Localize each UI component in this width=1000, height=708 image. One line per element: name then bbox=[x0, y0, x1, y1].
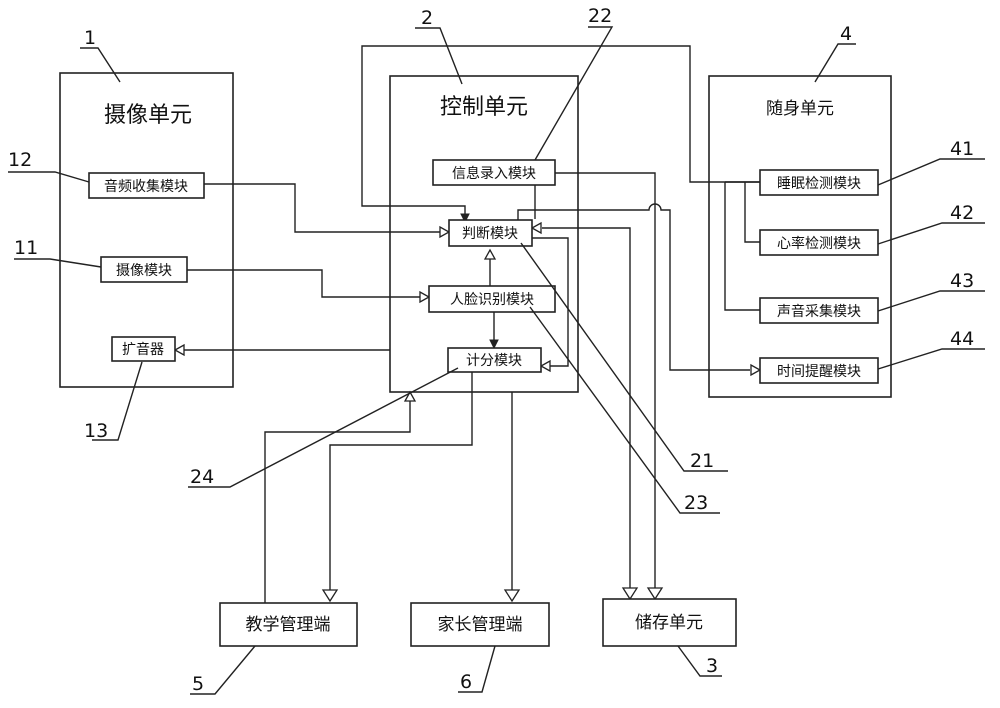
info-entry-module-label: 信息录入模块 bbox=[452, 165, 536, 182]
arrow-face-into-scoring bbox=[489, 339, 499, 350]
arrow-loop-into-scoring bbox=[539, 359, 551, 373]
arrow-into-time-reminder bbox=[750, 363, 762, 377]
time-reminder-module-box bbox=[759, 357, 879, 384]
wire-info-to-storage bbox=[555, 172, 656, 588]
audio-collect-module-label: 音频收集模块 bbox=[104, 178, 188, 195]
ref-11: 11 bbox=[14, 237, 38, 259]
ref-42: 42 bbox=[950, 202, 974, 224]
leader-4 bbox=[814, 43, 856, 83]
arrow-into-storage-left bbox=[621, 587, 639, 601]
leader-2 bbox=[415, 27, 463, 85]
time-reminder-module-label: 时间提醒模块 bbox=[777, 364, 861, 380]
ref-5: 5 bbox=[192, 673, 204, 695]
ref-24: 24 bbox=[190, 466, 214, 488]
arrow-into-speaker bbox=[173, 343, 185, 357]
wire-sleep-to-judgment bbox=[361, 45, 760, 221]
storage-unit-box bbox=[602, 598, 737, 647]
audio-collect-module-box bbox=[88, 172, 205, 199]
leader-42 bbox=[877, 222, 985, 245]
camera-module-box bbox=[100, 256, 188, 283]
speaker-label: 扩音器 bbox=[122, 341, 164, 358]
leader-1 bbox=[80, 47, 121, 83]
face-recognition-module-box bbox=[428, 285, 556, 313]
info-entry-module-box bbox=[432, 159, 556, 186]
arrow-into-storage-right bbox=[646, 587, 664, 601]
wire-camera-to-face bbox=[187, 269, 428, 298]
leader-6 bbox=[458, 645, 496, 693]
leader-5 bbox=[190, 645, 256, 695]
leader-3 bbox=[677, 645, 722, 677]
wire-bus-sound bbox=[724, 182, 760, 311]
leader-43 bbox=[877, 290, 985, 312]
ref-43: 43 bbox=[950, 270, 974, 292]
scoring-module-box bbox=[447, 347, 542, 373]
parent-terminal-label: 家长管理端 bbox=[438, 615, 523, 635]
camera-unit-box bbox=[59, 72, 234, 388]
sound-capture-module-label: 声音采集模块 bbox=[777, 303, 861, 320]
ref-13: 13 bbox=[84, 420, 108, 442]
camera-unit-title: 摄像单元 bbox=[104, 103, 192, 128]
ref-23: 23 bbox=[684, 492, 708, 514]
arrow-audio-into-judgment bbox=[439, 225, 451, 239]
ref-41: 41 bbox=[950, 138, 974, 160]
sound-capture-module-box bbox=[759, 297, 879, 324]
camera-module-label: 摄像模块 bbox=[116, 263, 172, 279]
leader-22 bbox=[534, 26, 614, 161]
arrow-storage-into-judgment bbox=[530, 221, 542, 235]
ref-6: 6 bbox=[460, 671, 472, 693]
ref-44: 44 bbox=[950, 328, 974, 350]
leader-24 bbox=[188, 367, 459, 488]
judgment-module-label: 判断模块 bbox=[462, 226, 518, 242]
face-recognition-module-label: 人脸识别模块 bbox=[450, 292, 534, 308]
sleep-detect-module-box bbox=[759, 169, 879, 196]
leader-41 bbox=[877, 158, 985, 186]
wire-teaching-to-scoring bbox=[264, 400, 411, 603]
wire-audio-to-judgment bbox=[204, 183, 448, 233]
leader-21 bbox=[520, 242, 728, 472]
judgment-module-box bbox=[448, 219, 533, 247]
arrow-into-scoring-bottom bbox=[403, 390, 417, 402]
heart-rate-module-box bbox=[759, 229, 879, 256]
arrow-into-parent bbox=[503, 589, 521, 603]
wire-judgment-scoring-loop bbox=[532, 237, 569, 367]
ref-12: 12 bbox=[8, 149, 32, 171]
sleep-detect-module-label: 睡眠检测模块 bbox=[777, 176, 861, 192]
wire-bus-heart bbox=[744, 182, 760, 243]
control-unit-title: 控制单元 bbox=[440, 95, 528, 120]
ref-1: 1 bbox=[84, 27, 96, 49]
teaching-terminal-box bbox=[219, 602, 358, 647]
wire-storage-to-judgment bbox=[542, 227, 631, 588]
leader-11 bbox=[14, 258, 102, 268]
ref-4: 4 bbox=[840, 23, 852, 45]
leader-12 bbox=[8, 171, 90, 183]
ref-22: 22 bbox=[588, 5, 612, 27]
arrow-into-judgment-top bbox=[460, 213, 470, 224]
leader-44 bbox=[877, 348, 985, 370]
arrow-face-into-judgment bbox=[483, 248, 497, 260]
arrow-into-teaching bbox=[321, 589, 339, 603]
scoring-module-label: 计分模块 bbox=[466, 353, 522, 369]
speaker-box bbox=[111, 336, 176, 362]
wearable-unit-title: 随身单元 bbox=[766, 99, 834, 119]
ref-2: 2 bbox=[421, 7, 433, 29]
leader-23 bbox=[529, 306, 720, 514]
leader-13 bbox=[92, 361, 143, 441]
wire-judgment-to-reminder bbox=[517, 203, 750, 371]
ref-21: 21 bbox=[690, 450, 714, 472]
teaching-terminal-label: 教学管理端 bbox=[246, 615, 331, 635]
storage-unit-label: 储存单元 bbox=[635, 613, 703, 633]
parent-terminal-box bbox=[410, 602, 550, 647]
arrow-camera-into-face bbox=[419, 290, 431, 304]
wire-scoring-to-teaching bbox=[329, 372, 473, 590]
ref-3: 3 bbox=[706, 655, 718, 677]
heart-rate-module-label: 心率检测模块 bbox=[777, 235, 861, 252]
